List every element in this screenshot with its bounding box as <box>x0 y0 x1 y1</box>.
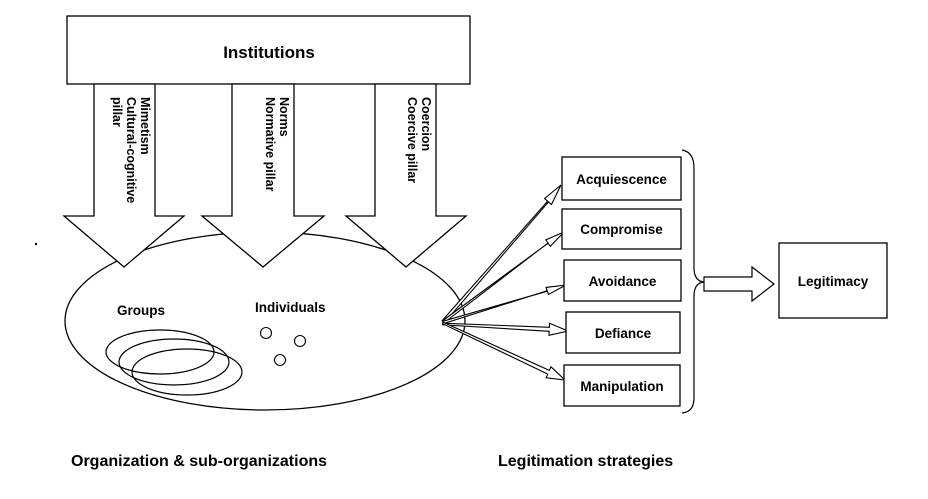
individuals-label: Individuals <box>255 300 326 315</box>
individual-circle-1 <box>259 326 273 340</box>
strategy-manipulation-label: Manipulation <box>580 379 663 394</box>
institutions-label: Institutions <box>223 43 315 62</box>
pillar-mimetism-line-3: pillar <box>110 97 124 127</box>
pillar-mimetism-line-2: Cultural-cognitive <box>124 97 138 203</box>
pillar-arrow-coercion: Coercion Coercive pillar <box>344 83 468 268</box>
pillar-norms-line-2: Normative pillar <box>263 97 277 192</box>
individual-circle-2 <box>293 334 307 348</box>
pillar-arrow-norms: Norms Normative pillar <box>200 83 326 268</box>
strategy-arrow-avoidance <box>442 284 567 325</box>
strategies-caption: Legitimation strategies <box>498 453 673 470</box>
stray-dot <box>34 242 38 246</box>
individuals: Individuals <box>255 300 326 367</box>
strategies-brace <box>681 149 705 414</box>
legitimacy-box: Legitimacy <box>778 242 888 319</box>
strategy-arrow-compromise <box>441 231 565 324</box>
group-ellipse-2 <box>118 338 230 386</box>
groups: Groups <box>105 303 243 396</box>
strategy-arrow-defiance <box>441 322 570 336</box>
strategy-avoidance-label: Avoidance <box>589 274 657 289</box>
strategy-arrow-acquiescence <box>441 184 562 325</box>
pillar-coercion-line-1: Coercion <box>419 97 433 151</box>
strategy-compromise: Compromise <box>561 208 682 250</box>
strategy-acquiescence-label: Acquiescence <box>576 172 667 187</box>
pillar-norms-line-1: Norms <box>277 97 291 137</box>
strategy-manipulation: Manipulation <box>563 364 681 407</box>
strategy-compromise-label: Compromise <box>580 222 663 237</box>
organization-caption: Organization & sub-organizations <box>71 453 327 470</box>
pillar-mimetism-line-1: Mimetism <box>138 97 152 155</box>
strategy-defiance-label: Defiance <box>595 326 652 341</box>
groups-label: Groups <box>117 303 165 318</box>
strategy-defiance: Defiance <box>565 311 681 354</box>
strategy-arrow-manipulation <box>441 321 567 381</box>
strategy-acquiescence: Acquiescence <box>561 156 682 201</box>
strategy-arrows <box>441 184 570 381</box>
individual-circle-3 <box>273 353 287 367</box>
pillar-arrow-mimetism: Mimetism Cultural-cognitive pillar <box>62 83 186 268</box>
strategy-boxes: Acquiescence Compromise Avoidance Defian… <box>561 156 682 407</box>
strategy-avoidance: Avoidance <box>563 259 682 302</box>
legitimacy-arrow <box>703 265 775 303</box>
institutions-box: Institutions <box>66 15 471 85</box>
group-ellipse-3 <box>131 348 243 396</box>
legitimacy-label: Legitimacy <box>798 274 869 289</box>
pillar-coercion-line-2: Coercive pillar <box>405 97 419 183</box>
